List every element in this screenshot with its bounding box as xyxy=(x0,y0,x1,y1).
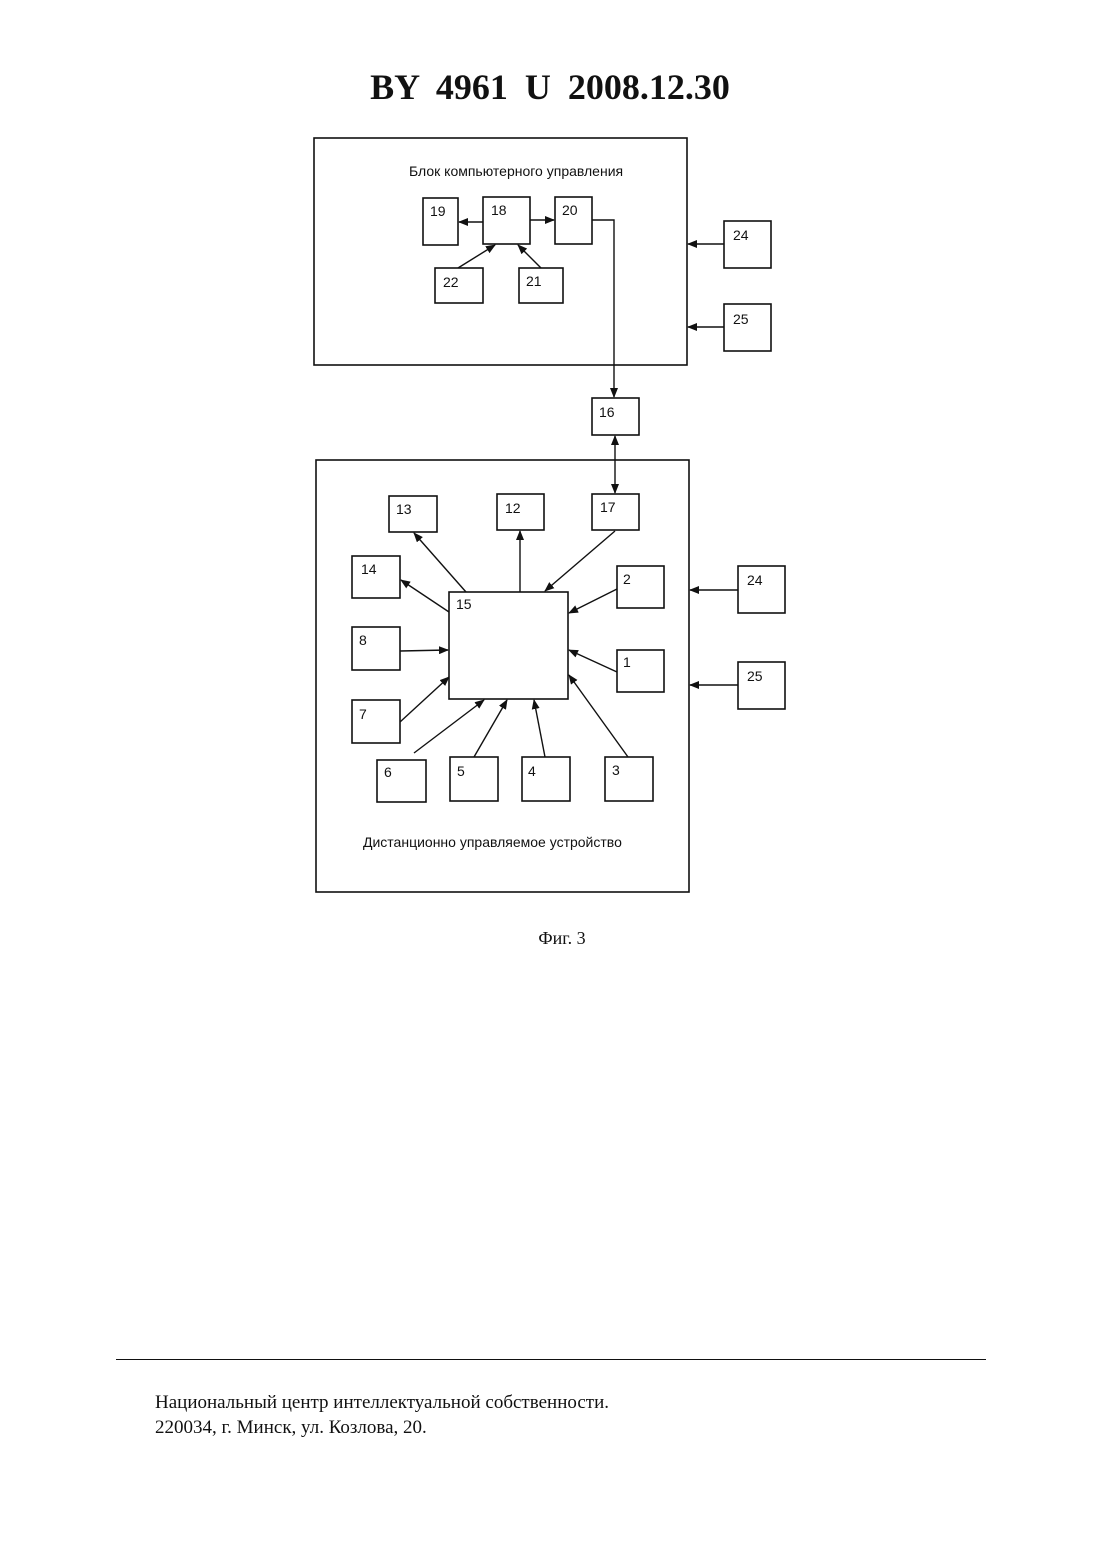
label-8: 8 xyxy=(359,632,367,648)
label-20: 20 xyxy=(562,202,578,218)
footer-divider xyxy=(116,1359,986,1360)
footer-line-1: Национальный центр интеллектуальной собс… xyxy=(155,1390,609,1415)
arrow-5-to-15 xyxy=(474,700,507,757)
label-1: 1 xyxy=(623,654,631,670)
label-18: 18 xyxy=(491,202,507,218)
arrow-22-to-18 xyxy=(458,245,495,268)
arrow-1-to-15 xyxy=(569,650,617,672)
label-13: 13 xyxy=(396,501,412,517)
arrow-17-to-15 xyxy=(545,531,615,591)
label-14: 14 xyxy=(361,561,377,577)
label-2: 2 xyxy=(623,571,631,587)
label-25-top: 25 xyxy=(733,311,749,327)
arrow-21-to-18 xyxy=(518,245,541,268)
arrow-7-to-15 xyxy=(400,677,449,722)
label-25-bottom: 25 xyxy=(747,668,763,684)
arrow-4-to-15 xyxy=(534,700,545,757)
label-22: 22 xyxy=(443,274,459,290)
label-15: 15 xyxy=(456,596,472,612)
label-12: 12 xyxy=(505,500,521,516)
remote-device-block xyxy=(316,460,689,892)
label-17: 17 xyxy=(600,499,616,515)
arrow-2-to-15 xyxy=(569,589,617,613)
arrow-20-to-16 xyxy=(592,220,614,397)
arrow-15-to-14 xyxy=(401,580,449,612)
arrow-8-to-15 xyxy=(400,650,448,651)
label-24-bottom: 24 xyxy=(747,572,763,588)
block-diagram: Блок компьютерного управления Дистанцион… xyxy=(0,0,1100,1000)
label-3: 3 xyxy=(612,762,620,778)
label-21: 21 xyxy=(526,273,542,289)
footer-line-2: 220034, г. Минск, ул. Козлова, 20. xyxy=(155,1415,609,1440)
label-24-top: 24 xyxy=(733,227,749,243)
arrow-6-to-15 xyxy=(414,700,484,753)
arrow-3-to-15 xyxy=(569,675,628,757)
publisher-footer: Национальный центр интеллектуальной собс… xyxy=(155,1390,609,1440)
figure-caption: Фиг. 3 xyxy=(0,928,1100,949)
label-7: 7 xyxy=(359,706,367,722)
arrow-15-to-13 xyxy=(414,533,466,592)
label-5: 5 xyxy=(457,763,465,779)
label-16: 16 xyxy=(599,404,615,420)
label-6: 6 xyxy=(384,764,392,780)
top-block-label: Блок компьютерного управления xyxy=(409,163,623,179)
label-19: 19 xyxy=(430,203,446,219)
bottom-block-label: Дистанционно управляемое устройство xyxy=(363,834,622,850)
label-4: 4 xyxy=(528,763,536,779)
